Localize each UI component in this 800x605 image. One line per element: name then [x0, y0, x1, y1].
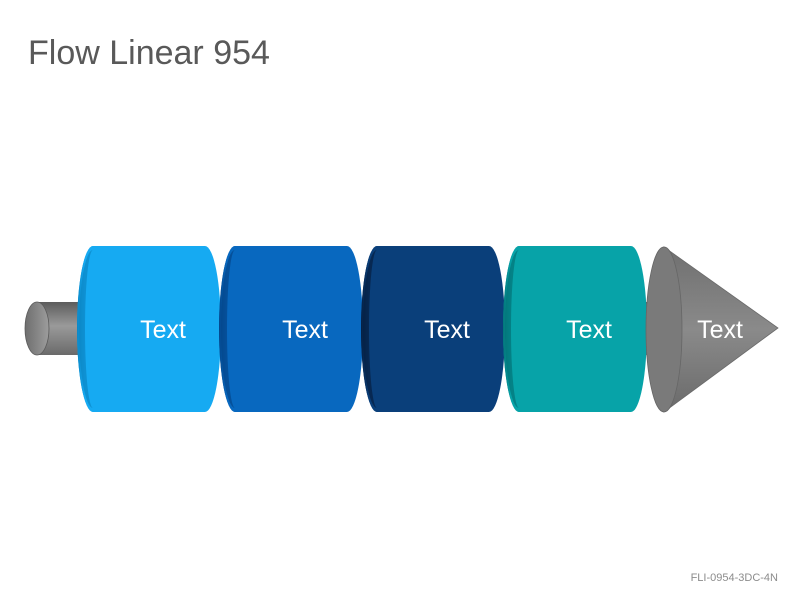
stage-layer: Text Text Text Text [77, 246, 647, 412]
stage-cylinder-3: Text [361, 246, 505, 412]
page-title: Flow Linear 954 [28, 34, 270, 72]
footer-code: FLI-0954-3DC-4N [690, 572, 778, 584]
arrow-cone: Text [645, 246, 779, 413]
arrow-cone-base [645, 246, 683, 413]
stage-label-3: Text [424, 316, 470, 344]
stage-inner-shadow-4 [505, 250, 519, 408]
rod-start-cap [24, 301, 50, 356]
stage-cylinder-2: Text [219, 246, 363, 412]
stage-label-1: Text [140, 316, 186, 344]
stage-cylinder-4: Text [503, 246, 647, 412]
stage-label-4: Text [566, 316, 612, 344]
stage-body-1 [77, 246, 221, 412]
stage-label-2: Text [282, 316, 328, 344]
stage-body-4 [503, 246, 647, 412]
stage-inner-shadow-1 [79, 250, 93, 408]
stage-inner-shadow-2 [221, 250, 235, 408]
stage-inner-shadow-3 [363, 250, 377, 408]
stage-cylinder-1: Text [77, 246, 221, 412]
stage-body-3 [361, 246, 505, 412]
arrow-label: Text [697, 316, 743, 344]
stage-body-2 [219, 246, 363, 412]
